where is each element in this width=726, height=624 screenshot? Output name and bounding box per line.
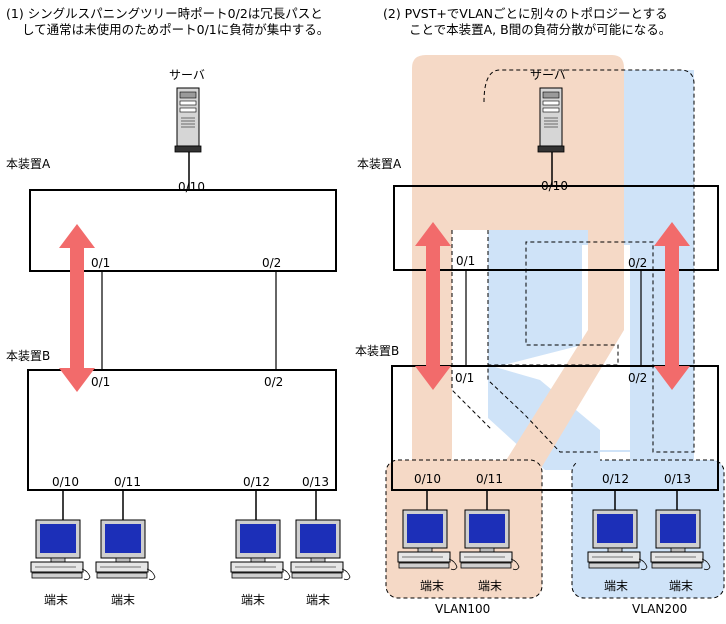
left-server-label: サーバ [169, 68, 205, 82]
vlan100-outline [451, 230, 493, 431]
left-b-port-right: 0/2 [264, 375, 283, 389]
right-port-b13: 0/13 [664, 472, 691, 486]
right-caption-line1: (2) PVST+でVLANごとに別々のトポロジーとする [383, 6, 668, 21]
left-load-arrow [59, 224, 95, 392]
right-server-icon [537, 87, 565, 153]
right-device-a-label: 本装置A [357, 157, 402, 171]
left-a-port-left: 0/1 [91, 256, 110, 270]
right-port-b11: 0/11 [476, 472, 503, 486]
vlan200-outline [483, 69, 695, 453]
left-port-b10: 0/10 [52, 475, 79, 489]
left-terminal-4-icon [290, 519, 351, 581]
right-device-b-label: 本装置B [355, 344, 399, 358]
right-device-b [391, 365, 719, 491]
left-terminal-4-label: 端末 [306, 593, 330, 607]
left-device-a-label: 本装置A [6, 157, 51, 171]
left-port-b11: 0/11 [114, 475, 141, 489]
left-terminal-2-icon [95, 519, 156, 581]
left-terminal-1-icon [30, 519, 91, 581]
right-port-b10: 0/10 [414, 472, 441, 486]
right-device-a [393, 185, 719, 271]
left-caption-line1: (1) シングルスパニングツリー時ポート0/2は冗長パスと [6, 6, 323, 21]
vlan200-label: VLAN200 [632, 602, 687, 616]
left-a-port-top: 0/10 [178, 180, 205, 194]
right-a-port-right: 0/2 [628, 256, 647, 270]
right-terminal-1-label: 端末 [420, 579, 444, 593]
left-terminal-2-label: 端末 [111, 593, 135, 607]
right-terminal-3-label: 端末 [604, 579, 628, 593]
right-server-label: サーバ [530, 68, 566, 82]
left-device-b [27, 369, 337, 491]
vlan100-label: VLAN100 [435, 602, 490, 616]
left-device-b-label: 本装置B [6, 349, 50, 363]
left-port-b13: 0/13 [302, 475, 329, 489]
right-terminal-4-label: 端末 [669, 579, 693, 593]
left-device-a [29, 189, 337, 272]
right-a-port-left: 0/1 [456, 254, 475, 268]
left-terminal-3-icon [230, 519, 291, 581]
right-b-port-right: 0/2 [628, 371, 647, 385]
left-terminal-3-label: 端末 [241, 593, 265, 607]
left-a-port-right: 0/2 [262, 256, 281, 270]
right-diagram: サーバ 本装置A 0/10 0/1 0/2 本装置B 0/1 0/2 0/10 … [355, 55, 725, 616]
left-server-icon [174, 87, 202, 153]
left-caption-line2: して通常は未使用のためポート0/1に負荷が集中する。 [22, 22, 330, 37]
left-diagram: サーバ 本装置A 0/10 0/1 0/2 本装置B 0/1 0/2 0/10 … [6, 68, 351, 607]
left-terminal-1-label: 端末 [44, 593, 68, 607]
left-b-port-left: 0/1 [91, 375, 110, 389]
right-b-port-left: 0/1 [455, 371, 474, 385]
left-port-b12: 0/12 [243, 475, 270, 489]
right-port-b12: 0/12 [602, 472, 629, 486]
right-a-port-top: 0/10 [541, 179, 568, 193]
right-caption-line2: ことで本装置A, B間の負荷分散が可能になる。 [409, 22, 672, 37]
right-terminal-2-label: 端末 [478, 579, 502, 593]
